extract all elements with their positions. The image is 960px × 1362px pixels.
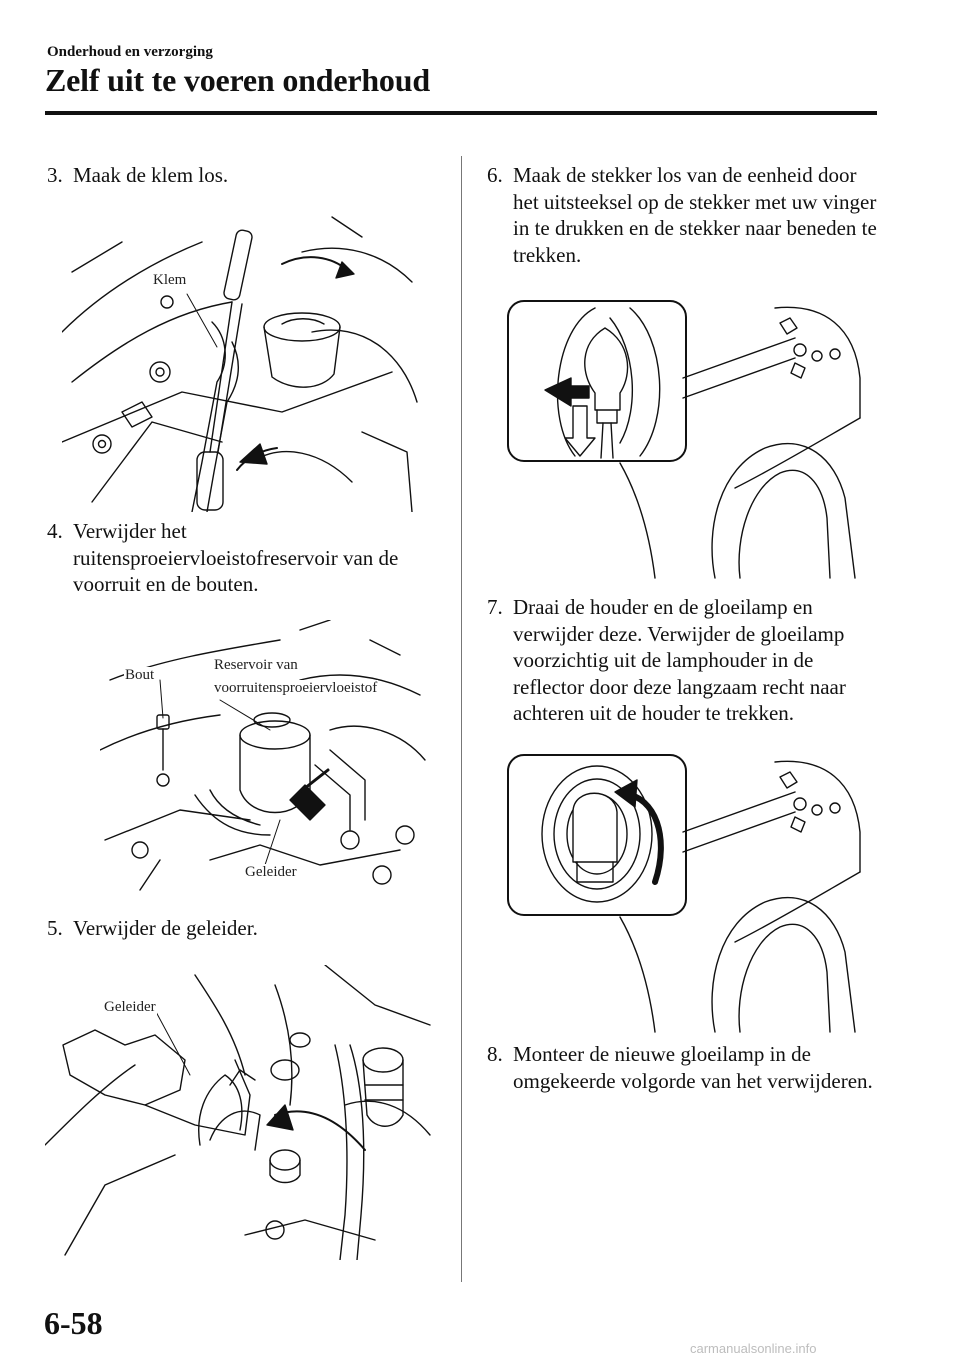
step-6: 6. Maak de stekker los van de eenheid do… — [487, 162, 887, 268]
step-3: 3. Maak de klem los. — [47, 162, 447, 189]
step-number: 4. — [47, 519, 63, 543]
step-text: Verwijder de geleider. — [73, 916, 258, 940]
step-text: Monteer de nieuwe gloeilamp in de omgeke… — [513, 1042, 873, 1093]
step-number: 8. — [487, 1042, 503, 1066]
step-number: 3. — [47, 163, 63, 187]
label-geleider: Geleider — [103, 999, 157, 1016]
step-text: Verwijder het ruitensproeiervloeistofres… — [73, 519, 399, 596]
step-number: 6. — [487, 163, 503, 187]
figure-guide: Geleider — [45, 965, 435, 1260]
label-reservoir-2: voorruitensproeiervloeistof — [213, 680, 379, 697]
label-bout: Bout — [124, 667, 156, 684]
figure-clamp: Klem — [62, 212, 422, 512]
step-number: 7. — [487, 595, 503, 619]
step-number: 5. — [47, 916, 63, 940]
label-reservoir-1: Reservoir van — [213, 657, 299, 674]
figure-reservoir: Bout Reservoir van voorruitensproeiervlo… — [100, 620, 430, 905]
watermark: carmanualsonline.info — [690, 1341, 817, 1356]
step-5: 5. Verwijder de geleider. — [47, 915, 447, 942]
step-text: Maak de klem los. — [73, 163, 229, 187]
label-geleider: Geleider — [244, 864, 298, 881]
title-rule — [45, 111, 877, 115]
page-number: 6-58 — [44, 1305, 103, 1341]
step-text: Draai de houder en de gloeilamp en verwi… — [513, 595, 846, 725]
figure-connector — [505, 298, 870, 583]
step-text: Maak de stekker los van de eenheid door … — [513, 163, 877, 267]
section-heading: Onderhoud en verzorging — [47, 44, 213, 60]
figure-bulb-holder — [505, 752, 870, 1034]
step-7: 7. Draai de houder en de gloeilamp en ve… — [487, 594, 887, 727]
step-4: 4. Verwijder het ruitensproeiervloeistof… — [47, 518, 452, 598]
step-8: 8. Monteer de nieuwe gloeilamp in de omg… — [487, 1041, 887, 1094]
column-divider — [461, 156, 462, 1282]
page-title: Zelf uit te voeren onderhoud — [45, 62, 430, 98]
label-klem: Klem — [152, 272, 188, 289]
